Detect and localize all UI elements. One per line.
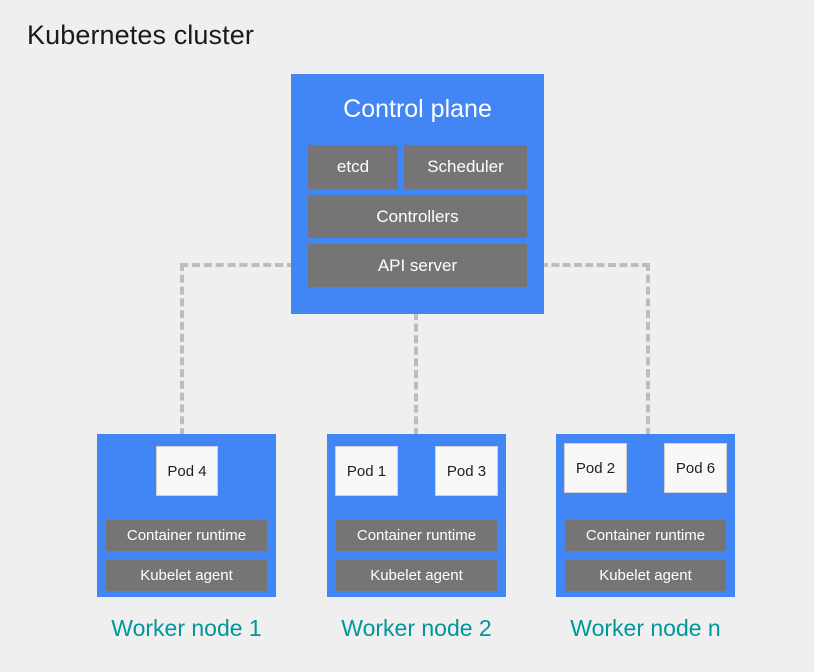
control-plane-component-api-server[interactable]: API server: [308, 244, 527, 287]
worker-node-1-container-runtime[interactable]: Container runtime: [106, 520, 267, 551]
worker-node-2-container-runtime[interactable]: Container runtime: [336, 520, 497, 551]
control-plane-component-etcd[interactable]: etcd: [308, 145, 398, 189]
connector-api-to-node-n-horizontal: [540, 263, 650, 267]
worker-node-1-kubelet-agent[interactable]: Kubelet agent: [106, 560, 267, 591]
worker-node-n-caption: Worker node n: [570, 615, 721, 641]
connector-api-to-node-1-vertical: [180, 263, 184, 436]
connector-api-to-node-1-horizontal: [180, 263, 295, 267]
pod-box[interactable]: Pod 2: [564, 443, 627, 493]
control-plane-box[interactable]: Control plane etcd Scheduler Controllers…: [291, 74, 544, 314]
pod-box[interactable]: Pod 3: [435, 446, 498, 496]
control-plane-component-controllers[interactable]: Controllers: [308, 195, 527, 238]
control-plane-title: Control plane: [343, 95, 492, 123]
pod-box[interactable]: Pod 6: [664, 443, 727, 493]
worker-node-2-caption: Worker node 2: [341, 615, 492, 641]
worker-node-2-kubelet-agent[interactable]: Kubelet agent: [336, 560, 497, 591]
page-title: Kubernetes cluster: [27, 20, 254, 50]
connector-api-to-node-n-vertical: [646, 263, 650, 436]
pod-box[interactable]: Pod 1: [335, 446, 398, 496]
worker-node-n-kubelet-agent[interactable]: Kubelet agent: [565, 560, 726, 591]
worker-node-n-container-runtime[interactable]: Container runtime: [565, 520, 726, 551]
worker-node-1-box[interactable]: Pod 4 Container runtime Kubelet agent: [97, 434, 276, 597]
pod-box[interactable]: Pod 4: [156, 446, 218, 496]
worker-node-1-caption: Worker node 1: [111, 615, 262, 641]
worker-node-n-box[interactable]: Pod 2 Pod 6 Container runtime Kubelet ag…: [556, 434, 735, 597]
control-plane-component-scheduler[interactable]: Scheduler: [404, 145, 527, 189]
worker-node-2-box[interactable]: Pod 1 Pod 3 Container runtime Kubelet ag…: [327, 434, 506, 597]
connector-api-to-node-2-vertical: [414, 312, 418, 436]
